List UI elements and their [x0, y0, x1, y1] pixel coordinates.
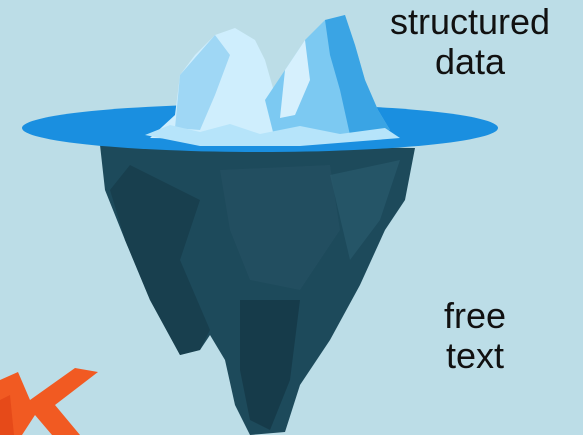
structured-data-label-line1: structured — [389, 1, 551, 42]
structured-data-label: structured data — [360, 2, 580, 82]
logo-orange-shape-2 — [0, 395, 14, 435]
underwater-iceberg-facet — [220, 165, 340, 290]
underwater-iceberg-shade — [110, 165, 210, 355]
logo-orange-shape — [0, 368, 98, 435]
underwater-iceberg-facet — [240, 300, 300, 430]
logo-fragment — [0, 368, 98, 435]
free-text-label: free text — [380, 296, 570, 376]
ice-peak-right-shade — [325, 15, 390, 135]
underwater-iceberg-facet — [330, 160, 400, 260]
underwater-iceberg — [100, 145, 415, 435]
free-text-label-line2: text — [445, 335, 505, 376]
ice-peak-left-shade — [175, 35, 230, 130]
free-text-label-line1: free — [443, 295, 507, 336]
ice-base-shards — [145, 124, 400, 146]
above-water-iceberg — [145, 15, 400, 146]
structured-data-label-line2: data — [434, 41, 506, 82]
ice-peak-facet — [280, 40, 310, 118]
